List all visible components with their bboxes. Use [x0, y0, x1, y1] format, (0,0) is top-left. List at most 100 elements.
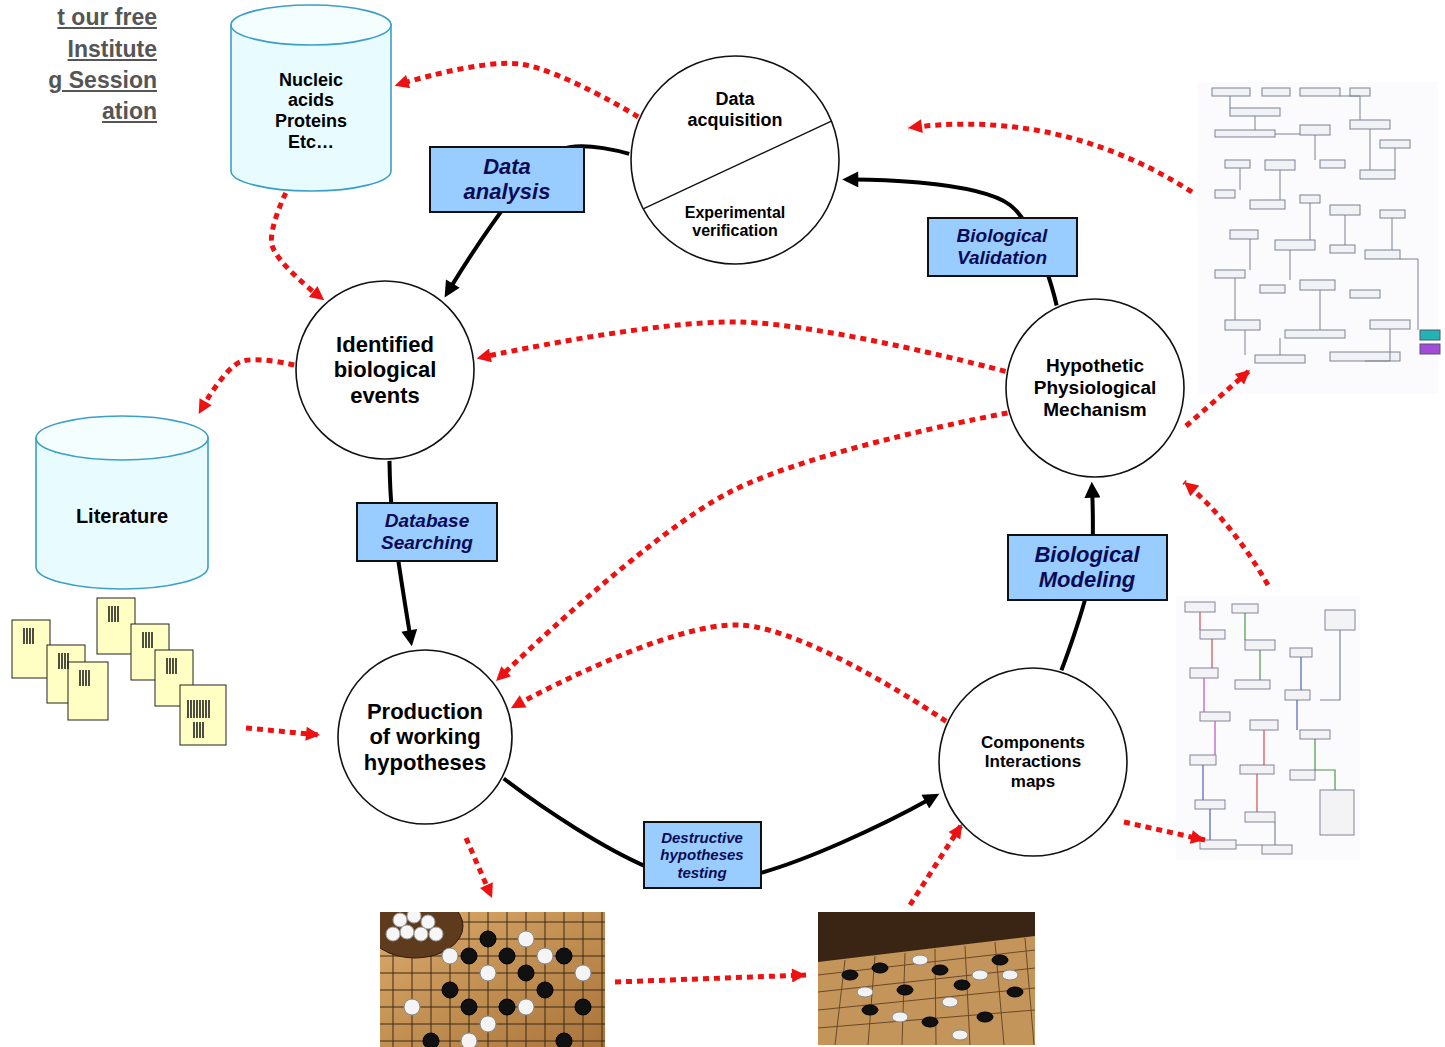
paper-stack-icon	[167, 658, 176, 674]
paper-stack-icon	[12, 598, 226, 745]
circle-outline	[1006, 299, 1184, 477]
paper-stack-icon	[12, 620, 50, 678]
pathway-map	[1420, 344, 1440, 354]
pathway-map	[1315, 135, 1316, 160]
pathway-map	[1245, 812, 1275, 822]
node-text: Nucleic acids Proteins Etc…	[264, 70, 359, 153]
cylinder-top	[231, 5, 391, 45]
pathway-map	[1285, 330, 1345, 338]
pathway-map	[1290, 770, 1315, 780]
pathway-map	[1380, 140, 1410, 148]
pathway-map	[1350, 88, 1370, 96]
pathway-map	[1235, 680, 1270, 689]
pathway-map	[1215, 270, 1245, 278]
cut-off-heading: ation	[102, 98, 157, 126]
node-text: Experimental verification	[670, 204, 800, 241]
picture-link-arrow	[908, 124, 1192, 192]
go-board-photo	[393, 912, 602, 1047]
node-text: Data acquisition	[670, 89, 800, 130]
edge-label: Data analysis	[447, 154, 567, 205]
picture-link-arrow	[246, 728, 320, 735]
go-board-photo	[461, 948, 477, 964]
go-board-photo	[499, 999, 515, 1015]
dotted-arrow	[486, 322, 1005, 371]
go-board-photo	[518, 931, 534, 947]
pathway-map	[1230, 108, 1280, 116]
process-circle: Identified biological events	[295, 280, 475, 460]
picture-link-arrow	[1124, 822, 1205, 840]
cylinder-outline	[35, 415, 209, 590]
edge-label-box: Data analysis	[429, 146, 585, 213]
go-board-photo	[407, 912, 421, 923]
pathway-map	[1320, 160, 1345, 168]
pathway-map	[1212, 88, 1410, 363]
pathway-map	[1300, 125, 1330, 135]
node-text: Identified biological events	[320, 332, 450, 408]
go-board-photo	[480, 1016, 496, 1032]
pathway-map	[1365, 250, 1400, 259]
edge-label: Biological Validation	[945, 225, 1060, 269]
pathway-map	[1225, 320, 1260, 330]
pathway-map	[1262, 845, 1292, 854]
pathway-map	[1236, 822, 1275, 845]
paper-stack-icon	[59, 653, 68, 669]
go-board-photo	[872, 963, 888, 973]
pathway-map	[1400, 259, 1418, 330]
go-board-photo	[992, 955, 1008, 965]
pathway-map	[1340, 96, 1360, 120]
go-board-photo	[556, 1033, 572, 1047]
go-board-photo	[818, 950, 1035, 1028]
pathway-map	[1225, 160, 1250, 168]
node-text: Literature	[47, 505, 197, 528]
pathway-map	[1195, 800, 1225, 809]
go-board-photo	[380, 912, 605, 1047]
picture-link-arrow	[1186, 370, 1250, 426]
split-process-circle: Data acquisitionExperimental verificatio…	[630, 55, 840, 265]
go-board-photo	[842, 955, 1023, 1027]
pathway-map	[1300, 280, 1335, 290]
edge-label-box: Destructive hypotheses testing	[643, 821, 762, 889]
pathway-map	[1320, 790, 1354, 835]
go-board-photo	[922, 1017, 938, 1027]
go-board-photo	[897, 985, 913, 995]
paper-stack-icon	[97, 598, 135, 654]
pathway-map	[1275, 134, 1300, 135]
pathway-map	[1212, 88, 1250, 96]
pathway-map	[1370, 129, 1371, 170]
process-circle: Components Interactions maps	[938, 667, 1128, 857]
pathway-map	[1203, 765, 1210, 840]
pathway-map	[1232, 604, 1258, 613]
pathway-map	[1190, 668, 1218, 678]
pathway-map	[1230, 96, 1418, 361]
picture-link-arrow	[1184, 482, 1268, 585]
database-cylinder: Literature	[35, 415, 209, 590]
go-board-photo	[537, 948, 553, 964]
go-board-photo	[857, 955, 1018, 1040]
pathway-map	[1245, 640, 1275, 650]
paper-stack-icon	[24, 606, 209, 738]
pathway-map	[1240, 168, 1241, 190]
pathway-map	[1198, 82, 1440, 394]
go-board-photo	[954, 980, 970, 990]
picture-link-arrow	[466, 838, 492, 898]
pathway-map	[1250, 200, 1285, 209]
go-board-photo	[537, 982, 553, 998]
pathway-map	[1200, 630, 1225, 639]
pathway-map	[1240, 765, 1274, 774]
pathway-map	[1392, 218, 1393, 250]
edge-label-box: Biological Validation	[927, 217, 1078, 277]
circle-outline	[631, 56, 839, 264]
pathway-map	[1310, 203, 1311, 240]
pathway-map	[1330, 245, 1355, 253]
go-board-photo	[380, 912, 605, 1047]
pathway-map	[1285, 690, 1310, 700]
pathway-map	[1380, 210, 1405, 218]
pathway-map	[1215, 190, 1235, 198]
pathway-map	[1176, 596, 1360, 860]
go-board-photo	[404, 931, 591, 1047]
go-board-photo	[423, 931, 591, 1047]
go-board-photo	[380, 912, 605, 1047]
pathway-map	[1230, 230, 1258, 239]
pathway-map	[1190, 755, 1216, 765]
pathway-map	[1365, 329, 1390, 361]
